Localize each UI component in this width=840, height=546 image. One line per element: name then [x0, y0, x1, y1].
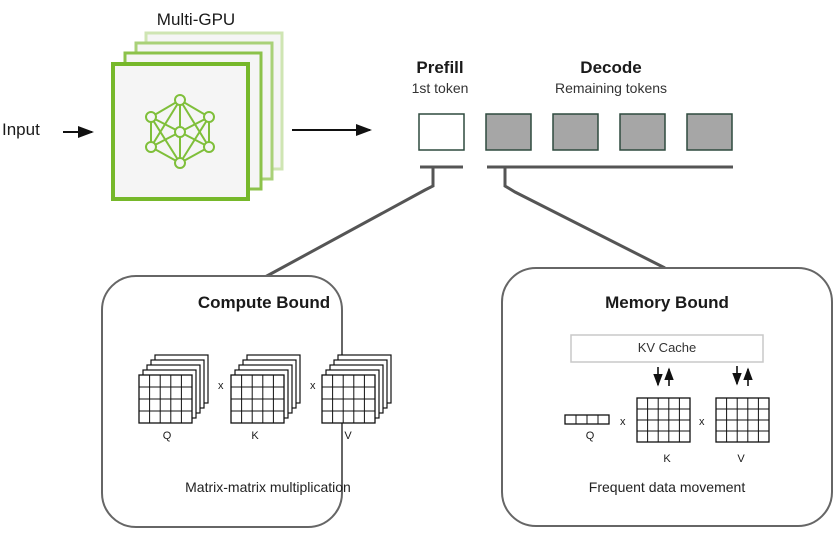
compute-operator-2: x: [310, 380, 316, 392]
compute-matrix-k: [230, 354, 301, 424]
kv-cache-label: KV Cache: [637, 340, 697, 355]
decode-token-box: [686, 113, 733, 151]
compute-matrix-label-q: Q: [162, 430, 172, 442]
gpu-stack: [111, 31, 284, 201]
compute-bound-title: Compute Bound: [197, 293, 331, 312]
decode-subtitle: Remaining tokens: [554, 80, 668, 96]
memory-matrix-label-q: Q: [585, 430, 595, 442]
memory-matrix-v: [715, 397, 770, 443]
prefill-bracket: [264, 165, 463, 279]
compute-matrix-q: [138, 354, 209, 424]
token-sequence: [418, 113, 733, 151]
compute-matrix-v: [321, 354, 392, 424]
memory-operator-2: x: [699, 416, 705, 428]
compute-operator-1: x: [218, 380, 224, 392]
prefill-token-box: [418, 113, 465, 151]
compute-matrix-label-k: K: [251, 430, 259, 442]
decode-title: Decode: [580, 58, 642, 77]
input-label: Input: [2, 120, 40, 139]
decode-token-box: [485, 113, 532, 151]
gpu-title: Multi-GPU: [156, 10, 236, 29]
matrix-grid: [230, 374, 285, 424]
matrix-grid: [138, 374, 193, 424]
compute-matrices: [138, 354, 392, 424]
memory-bound-box: [501, 267, 833, 527]
matrix-grid: [321, 374, 376, 424]
kv-cache-box: [570, 334, 764, 363]
memory-matrices: [564, 397, 770, 443]
compute-bound-caption: Matrix-matrix multiplication: [185, 479, 351, 495]
decode-token-box: [552, 113, 599, 151]
memory-bound-title: Memory Bound: [605, 293, 729, 312]
memory-operator-1: x: [620, 416, 626, 428]
prefill-subtitle: 1st token: [411, 80, 469, 96]
memory-bound-caption: Frequent data movement: [588, 479, 746, 495]
neural-network-icon: [145, 94, 215, 169]
decode-token-box: [619, 113, 666, 151]
compute-matrix-label-v: V: [344, 430, 352, 442]
kv-transfer-arrows: [653, 366, 753, 387]
memory-matrix-k: [636, 397, 691, 443]
memory-matrix-q: [564, 414, 610, 425]
memory-matrix-label-k: K: [663, 453, 671, 465]
decode-bracket: [487, 165, 733, 270]
prefill-title: Prefill: [416, 58, 464, 77]
memory-matrix-label-v: V: [737, 453, 745, 465]
